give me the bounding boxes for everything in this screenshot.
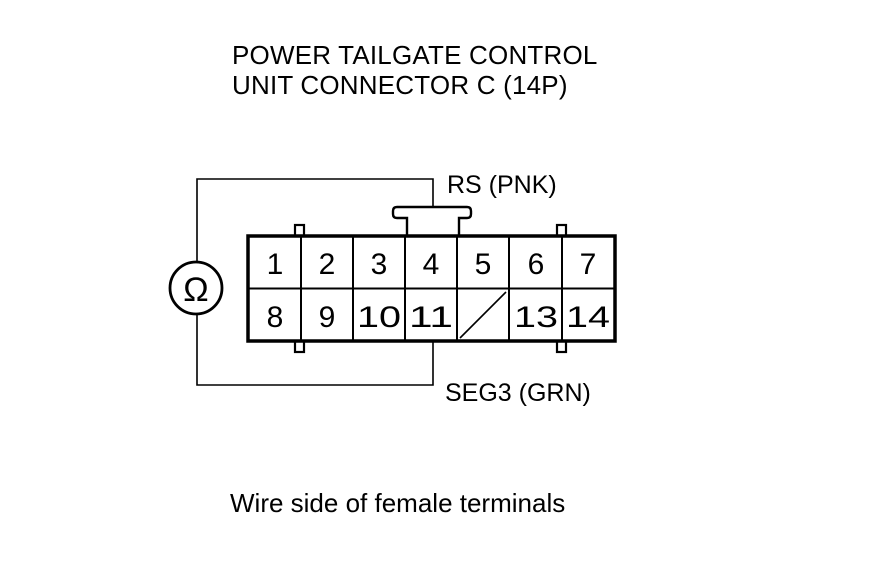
meter-lead-bottom xyxy=(196,314,434,386)
terminal-number: 3 xyxy=(371,248,388,281)
terminal-number: 8 xyxy=(267,301,284,334)
terminal-number: 6 xyxy=(528,248,545,281)
terminal-number: 1 xyxy=(267,248,284,281)
ohm-symbol: Ω xyxy=(183,271,208,309)
ohmmeter-icon xyxy=(168,260,224,316)
ohmmeter: Ω xyxy=(168,260,224,316)
terminal-number: 5 xyxy=(475,248,492,281)
probe-label-top: RS (PNK) xyxy=(447,171,557,199)
title-line-1: POWER TAILGATE CONTROL xyxy=(232,40,598,70)
title-line-2: UNIT CONNECTOR C (14P) xyxy=(232,70,568,100)
empty-cavity-slash xyxy=(459,291,507,339)
terminal-number: 13 xyxy=(514,301,558,334)
probe-label-bottom: SEG3 (GRN) xyxy=(445,379,591,407)
terminal-number: 2 xyxy=(319,248,336,281)
terminal-number: 11 xyxy=(409,301,453,334)
terminal-number: 10 xyxy=(357,301,401,334)
terminal-number: 9 xyxy=(319,301,336,334)
diagram-title: POWER TAILGATE CONTROL UNIT CONNECTOR C … xyxy=(232,40,598,100)
terminal-number: 14 xyxy=(566,301,610,334)
terminal-number: 7 xyxy=(580,248,597,281)
locking-tab xyxy=(391,205,473,235)
terminal-number: 4 xyxy=(423,248,440,281)
view-caption: Wire side of female terminals xyxy=(230,488,566,518)
